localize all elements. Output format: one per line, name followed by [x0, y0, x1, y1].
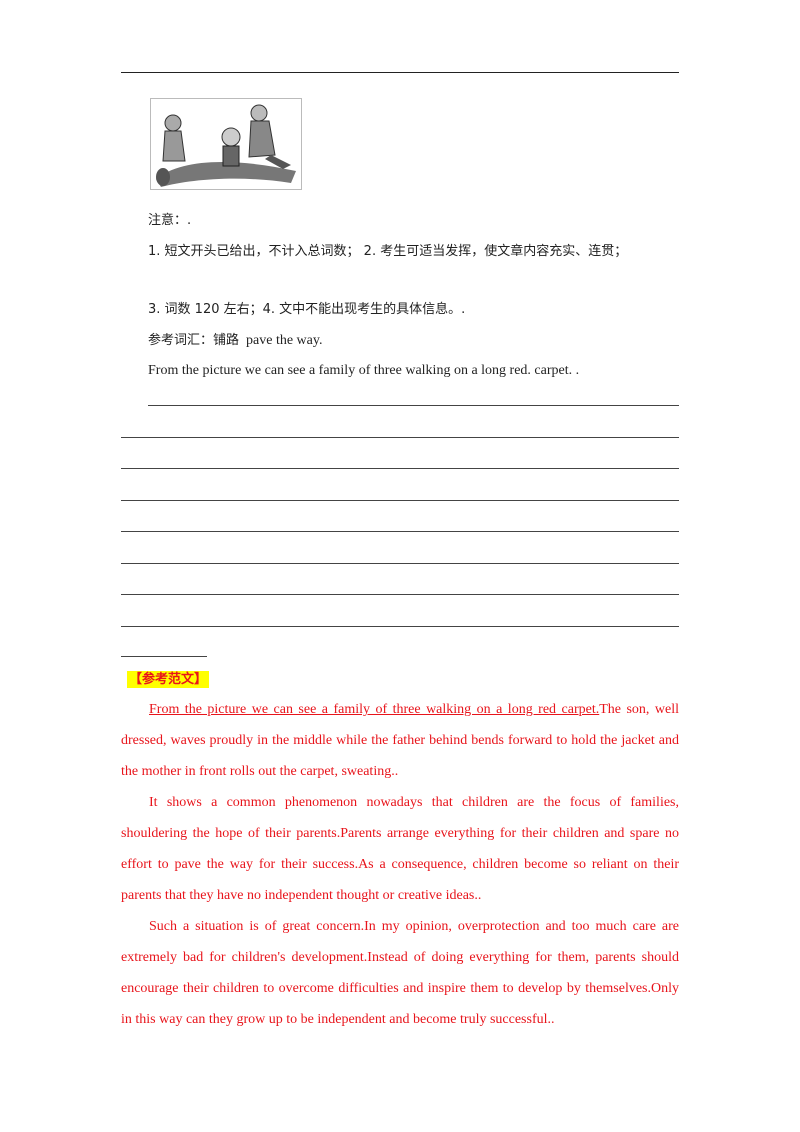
family-red-carpet-illustration — [150, 98, 302, 190]
writing-line — [121, 437, 679, 438]
writing-line-end — [121, 656, 207, 657]
header-rule — [121, 72, 679, 73]
sample-heading-badge: 【参考范文】 — [127, 671, 210, 688]
essay-paragraph-1-rest: The son, well dressed, waves proudly in … — [121, 702, 679, 779]
notes-item-1: 1. 短文开头已给出，不计入总词数； 2. 考生可适当发挥，使文章内容充实、连贯… — [148, 244, 628, 259]
sample-heading: 【参考范文】 — [127, 671, 210, 689]
vocab-term: pave the way. — [246, 333, 323, 348]
writing-line — [148, 405, 679, 406]
writing-line — [121, 468, 679, 469]
essay-opening-sentence: From the picture we can see a family of … — [149, 702, 600, 717]
essay-paragraph-2: It shows a common phenomenon nowadays th… — [121, 795, 679, 903]
essay-paragraph-1: From the picture we can see a family of … — [121, 694, 679, 787]
vocab-label: 参考词汇：铺路 — [148, 333, 240, 348]
writing-line — [121, 626, 679, 627]
notes-item-2: 3. 词数 120 左右；4. 文中不能出现考生的具体信息。. — [148, 302, 466, 317]
essay-paragraph-3: Such a situation is of great concern.In … — [121, 919, 679, 1027]
writing-line — [121, 531, 679, 532]
writing-line — [121, 594, 679, 595]
writing-line — [121, 500, 679, 501]
prompt-sentence: From the picture we can see a family of … — [148, 363, 580, 378]
writing-line — [121, 563, 679, 564]
notes-heading: 注意：. — [148, 213, 192, 228]
vocab-line: 参考词汇：铺路 pave the way. — [148, 332, 322, 350]
sample-essay: From the picture we can see a family of … — [121, 694, 679, 1035]
